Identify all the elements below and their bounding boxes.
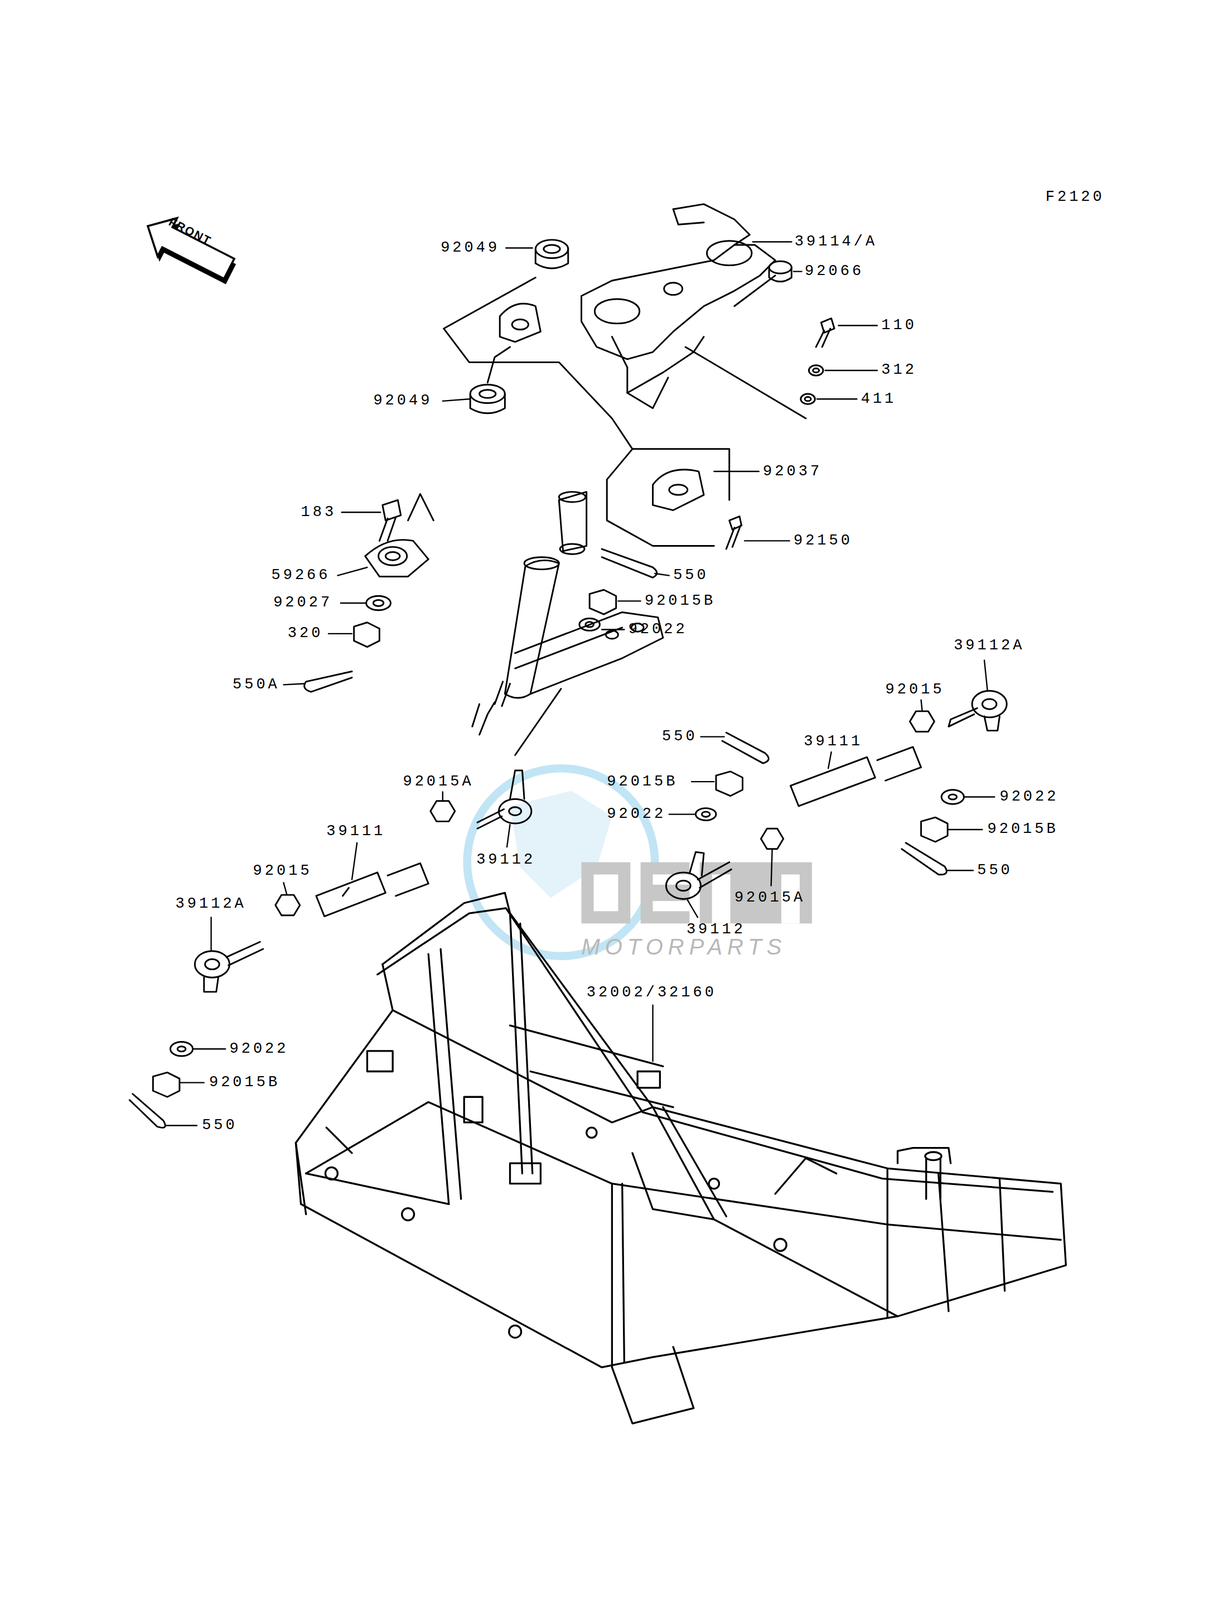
callout-number: 183 xyxy=(301,504,337,520)
callout-number: 39112A xyxy=(953,637,1025,654)
callout-number: 312 xyxy=(881,362,917,378)
callout-number: 92066 xyxy=(804,263,864,279)
callout-number: 92049 xyxy=(440,240,500,256)
callout-number: 92022 xyxy=(229,1041,289,1057)
group-line xyxy=(487,346,510,383)
callout-number: 39111 xyxy=(803,733,863,749)
callout-number: 92022 xyxy=(628,621,688,637)
handlebar-holder xyxy=(581,204,776,409)
callout-number: 92015 xyxy=(885,682,945,698)
callout-number: 59266 xyxy=(271,567,331,583)
callout-number: 32002/32160 xyxy=(586,984,717,1000)
callout-number: 39111 xyxy=(326,823,386,839)
callout-number: 39112 xyxy=(686,921,746,937)
callout-number: 92015A xyxy=(734,890,806,906)
watermark-text: MOTORPARTS xyxy=(581,935,787,958)
tie-rod xyxy=(316,746,922,917)
group-line xyxy=(685,275,806,419)
clamp xyxy=(499,303,742,549)
leader-line xyxy=(166,242,995,1126)
callout-number: 550A xyxy=(232,677,280,693)
callout-number: 92037 xyxy=(762,463,823,480)
callout-number: 39114/A xyxy=(794,234,878,250)
callout-number: 110 xyxy=(881,317,917,333)
callout-number: 92015A xyxy=(402,774,474,790)
direction-label: FRONT xyxy=(167,215,214,247)
figure-code: F2120 xyxy=(1045,189,1105,205)
callout-number: 92027 xyxy=(273,595,333,611)
front-arrow xyxy=(135,208,243,294)
callout-number: 550 xyxy=(201,1117,238,1133)
callout-number: 39112A xyxy=(175,896,247,912)
hardware xyxy=(129,548,964,1128)
callout-number: 92150 xyxy=(793,533,853,549)
fasteners xyxy=(800,318,835,405)
callout-number: 92015B xyxy=(987,821,1058,837)
callout-number: 550 xyxy=(661,728,698,744)
pivot-holder xyxy=(304,493,434,692)
callout-number: 92015 xyxy=(253,863,313,879)
tie-rod-end xyxy=(194,690,1007,992)
callout-number: 550 xyxy=(977,862,1013,878)
bushing xyxy=(470,239,569,414)
callout-number: 92015B xyxy=(209,1074,280,1090)
callout-number: 550 xyxy=(673,567,709,583)
callout-number: 92022 xyxy=(606,806,666,822)
callout-number: 92049 xyxy=(373,393,433,409)
callout-number: 320 xyxy=(287,625,324,641)
callout-number: 39112 xyxy=(476,852,536,868)
callout-number: 411 xyxy=(861,391,897,407)
callout-number: 92015B xyxy=(606,774,678,790)
frame xyxy=(295,892,1066,1423)
callout-number: 92022 xyxy=(999,789,1059,805)
callout-number: 92015B xyxy=(644,593,716,609)
